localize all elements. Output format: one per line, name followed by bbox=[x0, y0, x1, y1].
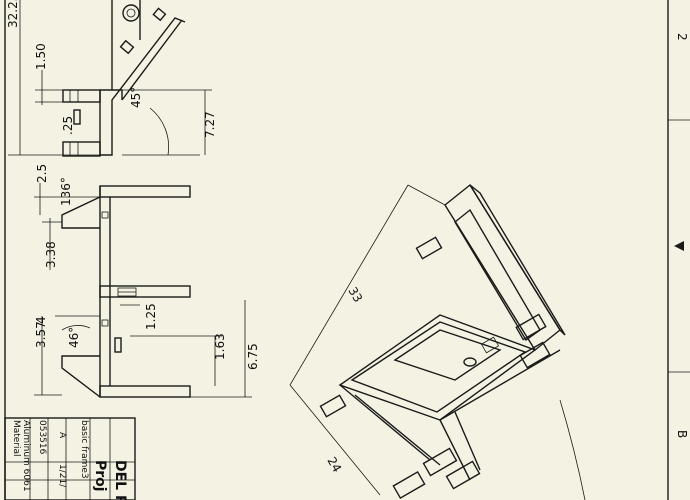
date: 1/21/ bbox=[57, 464, 67, 488]
sheet-border: 2 B bbox=[4, 0, 690, 500]
dim-125: 1.25 bbox=[144, 303, 158, 330]
dim-33: 33 bbox=[345, 285, 365, 305]
title-block: Material Aluminum 6061 053516 A 1/21/ ba… bbox=[4, 417, 136, 500]
company-name: DEL R bbox=[112, 460, 128, 500]
material-value: Aluminum 6061 bbox=[21, 420, 31, 492]
project-name: Proj bbox=[92, 460, 108, 492]
part-number: 053516 bbox=[37, 420, 47, 455]
dim-wall: .25 bbox=[61, 116, 75, 135]
dim-angle-46: 46° bbox=[67, 327, 81, 348]
dim-163: 1.63 bbox=[213, 333, 227, 360]
dim-overall-length: 32.25 bbox=[6, 0, 20, 28]
dim-tube-width: 1.50 bbox=[34, 43, 48, 70]
center-mark-icon bbox=[674, 241, 684, 251]
dim-338: 3.38 bbox=[44, 241, 58, 268]
dim-675: 6.75 bbox=[246, 343, 260, 370]
material-label: Material bbox=[11, 420, 21, 457]
zone-label-side: B bbox=[675, 430, 689, 438]
part-name: basic frame3 bbox=[79, 420, 89, 479]
side-view: 2.5 136° 3.38 1.25 4 46° 3.57 1.63 6.75 bbox=[34, 164, 260, 398]
dim-25: 2.5 bbox=[35, 164, 49, 183]
dim-angle-136: 136° bbox=[59, 177, 73, 206]
dim-24: 24 bbox=[324, 455, 344, 475]
top-view: 32.25 1.50 .25 45° 7.27 bbox=[6, 0, 217, 157]
dim-height-727: 7.27 bbox=[203, 111, 217, 138]
zone-label-top: 2 bbox=[675, 33, 689, 41]
revision: A bbox=[57, 432, 67, 439]
dim-angle-45: 45° bbox=[129, 87, 143, 108]
isometric-view: 33 24 bbox=[289, 183, 586, 500]
dim-357: 3.57 bbox=[34, 321, 48, 348]
dim-4: 4 bbox=[34, 316, 48, 324]
